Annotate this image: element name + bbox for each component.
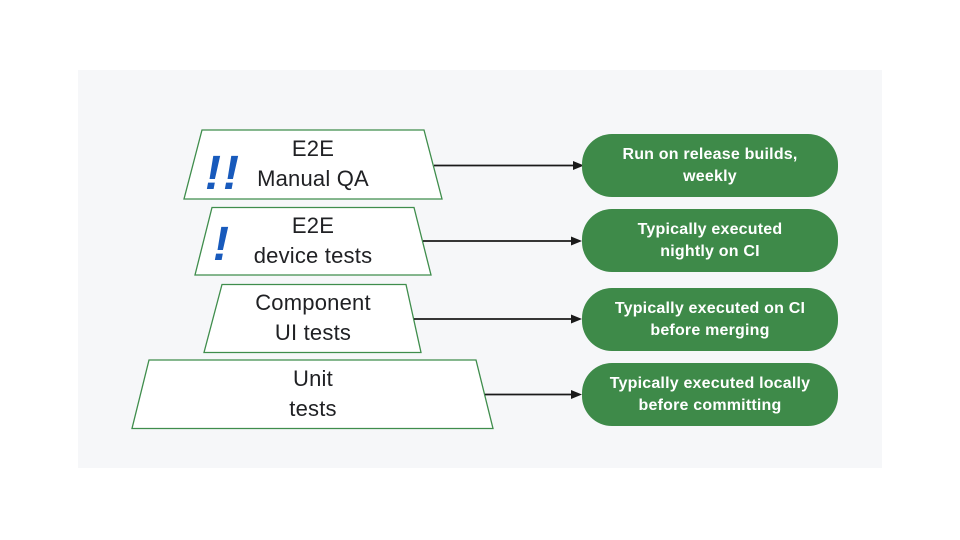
arrow-component-ui-tests [414, 314, 582, 324]
note-line: weekly [683, 167, 737, 185]
label-line: E2E [291, 136, 335, 161]
note-box-component-ui-tests: Typically executed on CI before merging [582, 288, 838, 351]
note-line: nightly on CI [660, 242, 760, 260]
trapezoid-e2e-device-tests [194, 206, 432, 276]
pyramid-level-label-unit-tests: Unit tests [183, 364, 443, 424]
label-line: Manual QA [257, 166, 369, 191]
arrow-e2e-device-tests [423, 236, 582, 246]
pyramid-level-label-e2e-device-tests: E2E device tests [183, 211, 443, 271]
pyramid-level-label-e2e-manual-qa: E2E Manual QA [183, 134, 443, 194]
note-line: Typically executed locally [609, 374, 811, 392]
note-box-e2e-manual-qa: Run on release builds, weekly [582, 134, 838, 197]
label-line: tests [289, 396, 337, 421]
note-line: before merging [650, 321, 770, 339]
label-line: UI tests [274, 320, 352, 345]
priority-marker-high-icon: !! [205, 147, 241, 200]
note-line: Typically executed on CI [614, 299, 806, 317]
trapezoid-unit-tests [131, 359, 494, 430]
label-line: Component [255, 290, 371, 315]
trapezoid-e2e-manual-qa [183, 129, 443, 200]
label-line: device tests [253, 243, 373, 268]
arrow-e2e-manual-qa [434, 161, 584, 170]
pyramid-level-label-component-ui-tests: Component UI tests [183, 288, 443, 348]
note-box-e2e-device-tests: Typically executed nightly on CI [582, 209, 838, 272]
label-line: E2E [291, 213, 335, 238]
arrow-unit-tests [485, 390, 582, 399]
note-line: before committing [638, 396, 782, 414]
trapezoid-component-ui-tests [203, 283, 422, 354]
note-line: Typically executed [637, 220, 783, 238]
note-box-unit-tests: Typically executed locally before commit… [582, 363, 838, 426]
priority-marker-medium-icon: ! [213, 218, 231, 271]
label-line: Unit [293, 366, 333, 391]
note-line: Run on release builds, [622, 145, 798, 163]
